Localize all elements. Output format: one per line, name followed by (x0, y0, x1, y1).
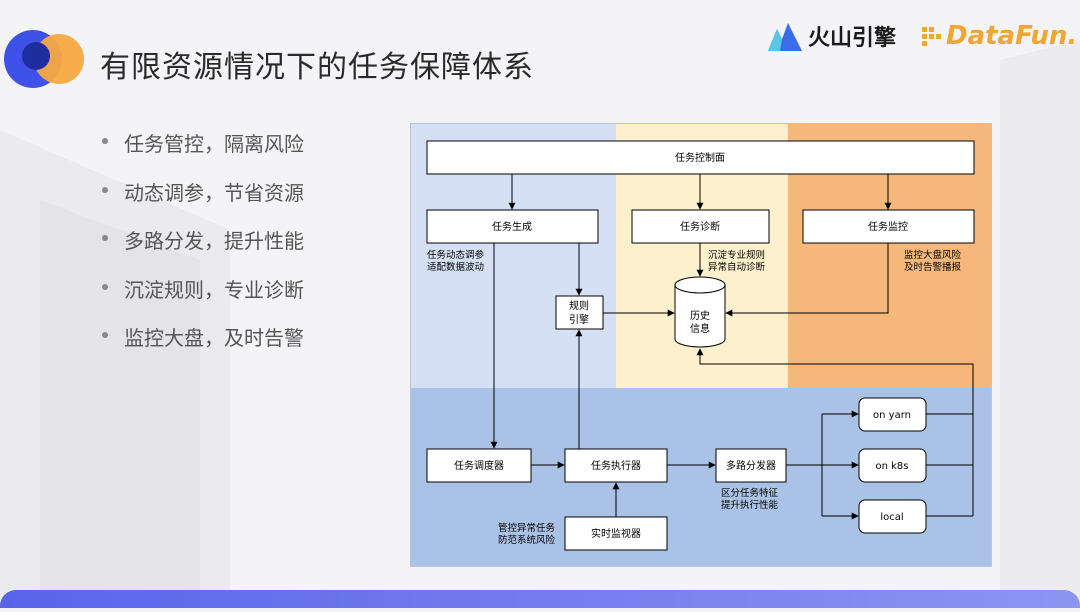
bullet-dot-icon (102, 186, 108, 193)
bullet-dot-icon (102, 283, 108, 290)
task-monitor-node: 任务监控 (802, 209, 975, 244)
dispatcher-node: 多路分发器 (715, 448, 787, 483)
bullet-item: 多路分发，提升性能 (100, 225, 304, 274)
logo-circle-dark (22, 42, 50, 70)
diagram-connectors (490, 174, 974, 520)
page-title: 有限资源情况下的任务保障体系 (100, 50, 534, 85)
rule-engine-node: 规则 引擎 (555, 295, 604, 330)
on-k8s-node: on k8s (858, 448, 927, 483)
realtime-monitor-node: 实时监视器 (564, 516, 668, 551)
architecture-diagram: 任务控制面 任务生成 任务诊断 任务监控 任务动态调参 适配数据波动 沉淀专业规… (410, 123, 992, 567)
note-diagnosis-2: 异常自动诊断 (708, 261, 766, 273)
brand-datafun: DataFun. (922, 16, 1077, 56)
bullet-list: 任务管控，隔离风险 动态调参，节省资源 多路分发，提升性能 沉淀规则，专业诊断 … (100, 128, 304, 371)
bullet-item: 动态调参，节省资源 (100, 177, 304, 226)
bullet-dot-icon (102, 138, 108, 144)
task-scheduler-node: 任务调度器 (426, 448, 532, 483)
svg-text:on k8s: on k8s (876, 461, 909, 472)
note-generation-1: 任务动态调参 (427, 249, 485, 261)
svg-text:信息: 信息 (690, 322, 710, 335)
note-monitor-2: 及时告警播报 (904, 261, 962, 273)
note-dispatcher-2: 提升执行性能 (721, 499, 779, 511)
svg-text:实时监视器: 实时监视器 (591, 527, 641, 540)
svg-text:多路分发器: 多路分发器 (726, 459, 776, 472)
volcano-icon (768, 23, 802, 51)
note-monitor-1: 监控大盘风险 (904, 249, 962, 261)
svg-text:on yarn: on yarn (873, 410, 911, 421)
bullet-dot-icon (102, 332, 108, 338)
history-database-icon: 历史 信息 (674, 276, 726, 348)
task-generation-node: 任务生成 (426, 209, 599, 244)
datafun-dots-icon (922, 27, 941, 46)
control-plane-node: 任务控制面 (426, 140, 975, 175)
footer-bar (0, 590, 1080, 608)
task-diagnosis-node: 任务诊断 (631, 209, 770, 244)
bullet-item: 监控大盘，及时告警 (100, 322, 304, 371)
svg-text:规则: 规则 (569, 299, 589, 312)
bullet-text: 多路分发，提升性能 (124, 229, 304, 253)
local-node: local (858, 499, 927, 534)
bullet-text: 监控大盘，及时告警 (124, 326, 304, 350)
note-generation-2: 适配数据波动 (427, 261, 484, 273)
svg-text:任务监控: 任务监控 (868, 220, 908, 233)
on-yarn-node: on yarn (858, 397, 927, 432)
task-executor-node: 任务执行器 (564, 448, 668, 483)
bullet-text: 任务管控，隔离风险 (124, 132, 304, 156)
brand-volcengine-text: 火山引擎 (808, 26, 897, 51)
svg-text:任务生成: 任务生成 (492, 220, 532, 233)
svg-text:任务调度器: 任务调度器 (454, 459, 504, 472)
svg-text:任务控制面: 任务控制面 (675, 151, 725, 164)
svg-text:local: local (880, 512, 903, 523)
note-diagnosis-1: 沉淀专业规则 (708, 249, 765, 261)
bullet-dot-icon (102, 235, 108, 241)
svg-text:任务诊断: 任务诊断 (680, 220, 720, 233)
bullet-item: 任务管控，隔离风险 (100, 128, 304, 177)
note-dispatcher-1: 区分任务特征 (721, 487, 779, 499)
svg-text:任务执行器: 任务执行器 (591, 459, 641, 472)
note-realtime-1: 管控异常任务 (498, 522, 556, 534)
note-realtime-2: 防范系统风险 (498, 534, 556, 546)
svg-text:历史: 历史 (690, 310, 710, 322)
svg-text:引擎: 引擎 (569, 313, 589, 326)
brand-volcengine: 火山引擎 (768, 16, 896, 56)
brand-datafun-text: DataFun. (946, 21, 1078, 51)
bullet-text: 动态调参，节省资源 (124, 180, 304, 205)
bullet-text: 沉淀规则，专业诊断 (124, 277, 304, 302)
bullet-item: 沉淀规则，专业诊断 (100, 274, 304, 323)
